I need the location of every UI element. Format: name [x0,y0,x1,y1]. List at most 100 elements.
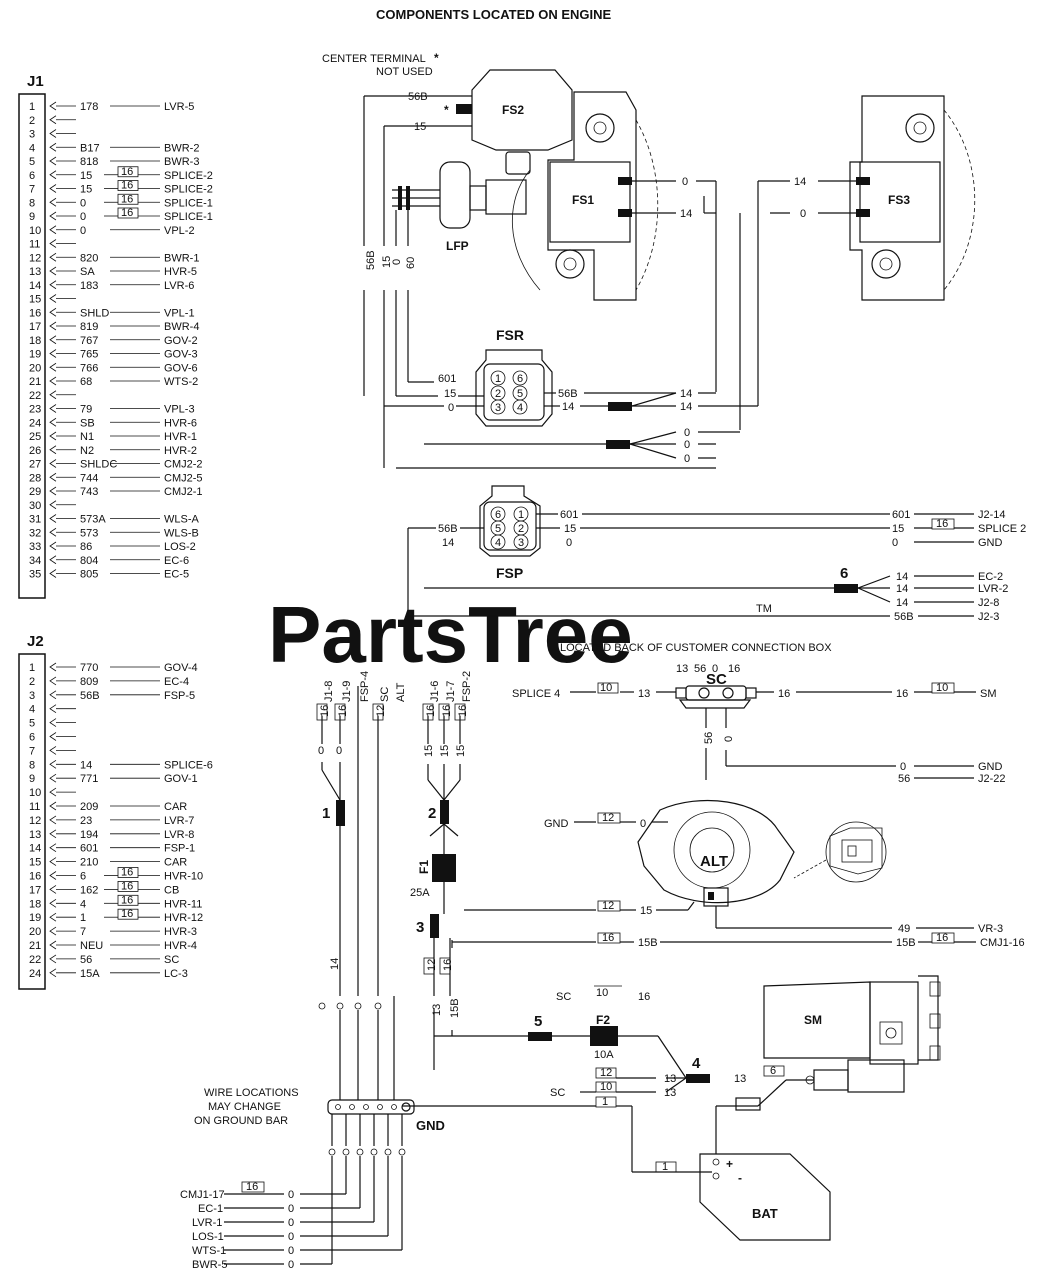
alt-gnd-wg: 12 [602,812,614,824]
bundle-b-wg-12: 12 [426,959,438,971]
gnd-note-2: MAY CHANGE [208,1101,281,1113]
wire-gauge-box [117,881,139,892]
j2-destination: HVR-10 [164,871,203,883]
j2-wire-number: 210 [80,857,98,869]
j1-pin-number: 23 [29,404,41,416]
j1-pin-number: 12 [29,252,41,264]
j1-pin-number: 21 [29,376,41,388]
sc-right-wire: 16 [778,688,790,700]
j1-wire-number: 766 [80,362,98,374]
gnd-row-wire: 0 [288,1217,294,1229]
j1-pin-number: 30 [29,500,41,512]
pin-socket-icon [49,390,57,400]
j1-pin-number: 16 [29,307,41,319]
j2-wire-number: 209 [80,801,98,813]
j2-destination: EC-4 [164,676,189,688]
fs1-label: FS1 [572,193,594,207]
j1-wire-number: 804 [80,555,98,567]
fsp-bottom-wire: 56B [894,611,914,623]
bundle-b-gauge: 16 [457,705,469,717]
j1-destination: WLS-A [164,514,200,526]
j1-destination: GOV-2 [164,335,198,347]
j2-destination: GOV-1 [164,773,198,785]
j1-destination: GOV-3 [164,349,198,361]
splice6-wire: 14 [896,597,908,609]
j1-pin-number: 6 [29,170,35,182]
j2-connector [18,653,46,990]
gnd-row-wire: 0 [288,1259,294,1271]
j1-destination: HVR-2 [164,445,197,457]
pwr-w13-bat: 13 [734,1073,746,1085]
j1-wire-number: 178 [80,101,98,113]
splice6-dest: LVR-2 [978,583,1008,595]
fs1-wire-0: 0 [682,176,688,188]
fsp-row-dest: SPLICE 2 [978,523,1026,535]
wire-gauge-box [117,207,139,219]
vwire-0: 0 [391,259,403,265]
pin-socket-icon [49,321,57,331]
j2-pin-number: 8 [29,759,35,771]
j1-wire-number: 805 [80,569,98,581]
j1-destination: CMJ2-2 [164,459,203,471]
j2-pin-number: 16 [29,871,41,883]
pin-socket-icon [49,815,57,825]
splice6-dest: EC-2 [978,571,1003,583]
splice-6-number: 6 [840,565,848,582]
j1-wire-gauge: 16 [121,193,133,205]
ground-bar-area: WIRE LOCATIONS MAY CHANGE ON GROUND BAR … [180,1087,445,1271]
sc-term-56: 56 [694,663,706,675]
pin-socket-icon [49,954,57,964]
gnd-note-3: ON GROUND BAR [194,1115,288,1127]
j1-pin-number: 15 [29,294,41,306]
sc-down-0: 0 [723,736,735,742]
j2-pin-number: 19 [29,912,41,924]
j2-destination: LC-3 [164,968,188,980]
wire-gauge-box [931,518,955,530]
fsr-pin-4: 4 [517,402,523,414]
j2-wire-gauge: 16 [121,894,133,906]
fs2-solenoid: * FS2 56B 15 [364,69,573,151]
j2-wire-number: 770 [80,662,98,674]
pin-socket-icon [49,129,57,138]
pin-socket-icon [49,555,57,565]
j2-pin-number: 13 [29,829,41,841]
sc-term-0: 0 [712,663,718,675]
sc-term-13: 13 [676,663,688,675]
j1-destination: VPL-3 [164,404,195,416]
splice6-wire: 14 [896,571,908,583]
j1-pin-number: 26 [29,445,41,457]
splice-1-number: 1 [322,805,330,822]
j2-pin-number: 7 [29,745,35,757]
fsp-row-gauge: 16 [936,518,948,530]
pwr-w13b: 13 [664,1087,676,1099]
bundle-b-wg-16: 16 [442,959,454,971]
j1-wire-number: 743 [80,486,98,498]
j1-destination: CMJ2-1 [164,486,203,498]
j2-destination: CAR [164,801,187,813]
fsr-pin-6: 6 [517,373,523,385]
j2-wire-number: 6 [80,871,86,883]
j1-destination: SPLICE-1 [164,211,213,223]
j2-pin-number: 18 [29,898,41,910]
fsr-pin-2: 2 [495,388,501,400]
bundle-a-label: ALT [395,682,407,702]
j1-destination: BWR-2 [164,142,199,154]
starter-motor: SM [763,975,941,1093]
fs3-wire-0: 0 [800,208,806,220]
splice6-wire: 14 [896,583,908,595]
j1-destination: EC-5 [164,569,189,581]
pin-socket-icon [49,294,57,303]
pin-socket-icon [49,704,57,714]
fsp-row-wire: 0 [892,537,898,549]
j2-destination: FSP-1 [164,843,195,855]
fsr-out-14b: 14 [680,401,692,413]
j2-wire-number: 1 [80,912,86,924]
pin-socket-icon [49,912,57,922]
j1-wire-number: 573 [80,527,98,539]
j2-wire-number: 15A [80,968,100,980]
fsp-row-wire: 601 [892,509,910,521]
j2-wire-number: 4 [80,898,86,910]
j1-pin-number: 27 [29,459,41,471]
pin-socket-icon [49,211,57,221]
